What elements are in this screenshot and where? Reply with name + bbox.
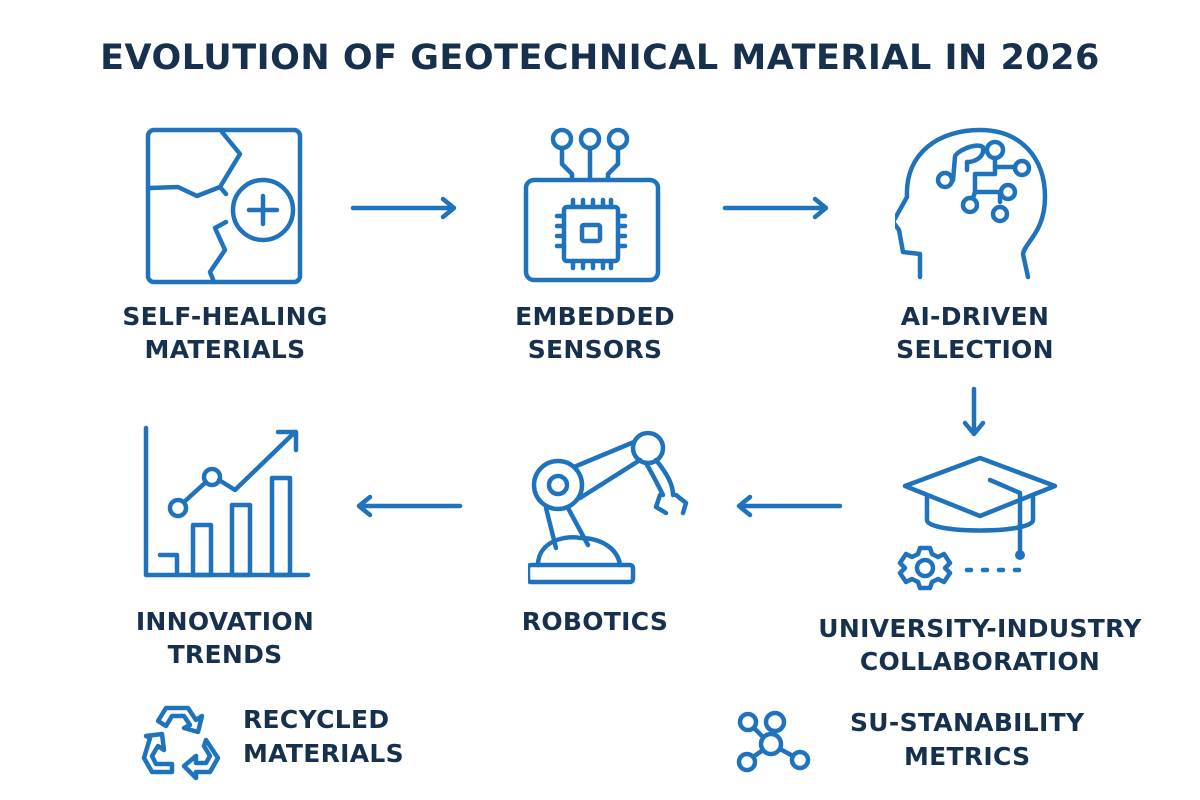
arrow-right-icon xyxy=(348,196,463,224)
label-line: INNOVATION xyxy=(135,607,315,636)
graduation-gear-icon xyxy=(895,448,1065,598)
label-line: SELF-HEALING xyxy=(122,302,328,331)
label-line: MATERIALS xyxy=(144,335,306,364)
label-line: EMBEDDED xyxy=(515,302,675,331)
self-healing-icon xyxy=(140,122,310,292)
label-line: SENSORS xyxy=(527,335,663,364)
page-title: EVOLUTION OF GEOTECHNICAL MATERIAL IN 20… xyxy=(100,38,1100,78)
label-line: TRENDS xyxy=(167,640,283,669)
node-label-robotics: ROBOTICS xyxy=(475,605,715,638)
label-line: UNIVERSITY-INDUSTRY xyxy=(818,614,1142,643)
recycle-icon xyxy=(136,700,226,785)
node-label-ai-driven: AI-DRIVEN SELECTION xyxy=(855,300,1095,366)
node-label-self-healing: SELF-HEALING MATERIALS xyxy=(105,300,345,366)
label-line: MATERIALS xyxy=(243,739,404,768)
node-label-university-industry: UNIVERSITY-INDUSTRY COLLABORATION xyxy=(800,612,1160,678)
label-line: ROBOTICS xyxy=(521,607,669,636)
node-label-innovation-trends: INNOVATION TRENDS xyxy=(105,605,345,671)
robot-arm-icon xyxy=(525,420,698,585)
label-line: METRICS xyxy=(903,742,1031,771)
label-line: AI-DRIVEN xyxy=(900,302,1050,331)
legend-label-recycled: RECYCLED MATERIALS xyxy=(243,703,404,771)
ai-head-icon xyxy=(890,122,1065,287)
label-line: SELECTION xyxy=(896,335,1054,364)
arrow-right-icon xyxy=(720,196,835,224)
chip-sensor-icon xyxy=(520,122,670,287)
legend-label-sustainability: SU-STANABILITY METRICS xyxy=(850,706,1084,774)
node-label-embedded-sensors: EMBEDDED SENSORS xyxy=(475,300,715,366)
arrow-left-icon xyxy=(350,494,465,522)
label-line: RECYCLED xyxy=(243,705,390,734)
arrow-down-icon xyxy=(962,385,986,444)
label-line: SU-STANABILITY xyxy=(850,708,1085,737)
arrow-left-icon xyxy=(730,494,845,522)
label-line: COLLABORATION xyxy=(859,647,1101,676)
growth-chart-icon xyxy=(140,420,315,585)
network-nodes-icon xyxy=(735,710,815,775)
